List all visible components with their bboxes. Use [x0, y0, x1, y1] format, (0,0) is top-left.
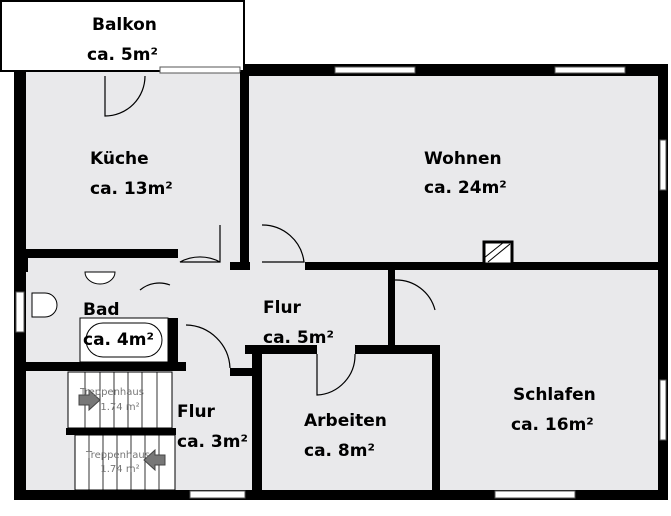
stair-arrow-right-icon [78, 388, 101, 412]
room-name-wohnen: Wohnen [424, 149, 502, 169]
room-name-flur: Flur [263, 298, 302, 318]
walls [14, 64, 668, 500]
margin [0, 500, 671, 516]
bathtub-basin [85, 322, 163, 358]
room-area-bad: ca. 4m² [83, 330, 154, 350]
room-name-arbeiten: Arbeiten [304, 411, 387, 431]
room-name-kueche: Küche [90, 149, 149, 169]
room-area-flur: ca. 5m² [263, 328, 334, 348]
sink [84, 271, 116, 285]
stair-label: Treppenhaus [85, 450, 150, 461]
room-area-wohnen: ca. 24m² [424, 178, 507, 198]
room-name-balkon: Balkon [92, 15, 157, 35]
room-name-bad: Bad [83, 300, 120, 320]
room-name-flur-lower: Flur [177, 402, 216, 422]
room-name-schlafen: Schlafen [513, 385, 596, 405]
balcony [0, 0, 245, 72]
doors [104, 75, 436, 396]
room-area-schlafen: ca. 16m² [511, 415, 594, 435]
room-area-arbeiten: ca. 8m² [304, 441, 375, 461]
stair-arrow-left-icon [143, 448, 166, 472]
room-area-balkon: ca. 5m² [87, 45, 158, 65]
stair-area: 1.74 m² [100, 402, 139, 413]
toilet [31, 292, 58, 318]
room-area-kueche: ca. 13m² [90, 179, 173, 199]
room-area-flur-lower: ca. 3m² [177, 432, 248, 452]
staircase [67, 371, 176, 491]
stair-label: Treppenhaus [79, 387, 144, 398]
stair-area: 1.74 m² [100, 464, 139, 475]
